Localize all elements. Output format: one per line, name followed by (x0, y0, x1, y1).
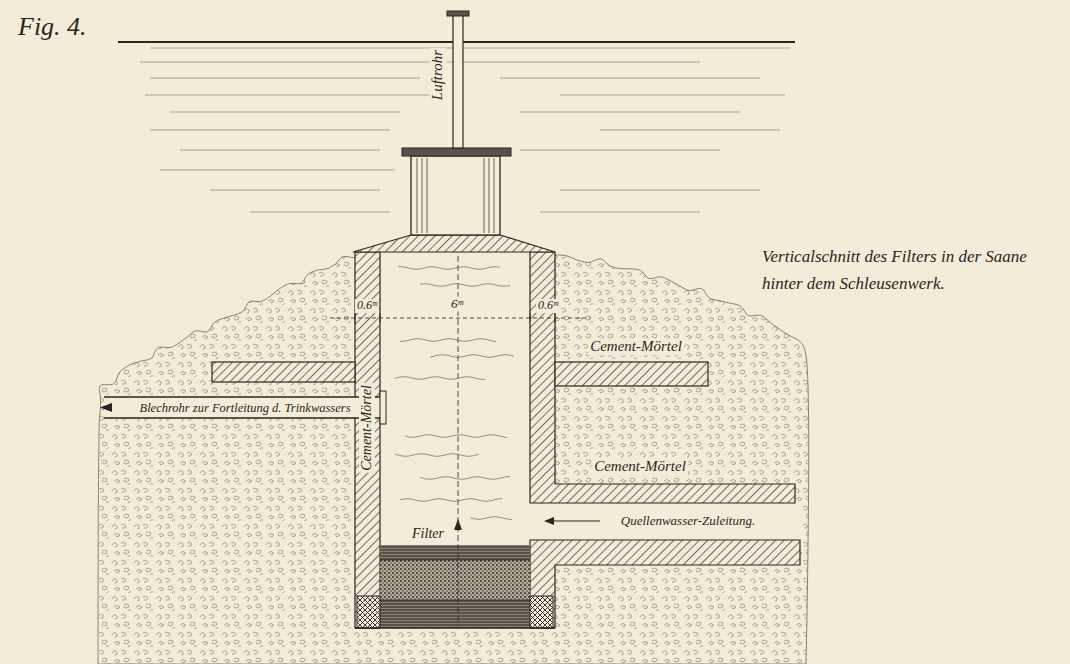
shaft-waves (395, 267, 514, 520)
outlet-pipe-wall (104, 417, 384, 418)
neck-shading (489, 158, 490, 233)
inlet-channel (530, 503, 802, 540)
water-wave (400, 339, 496, 342)
filter-line (380, 600, 530, 601)
water-line (560, 95, 785, 96)
filter-gravel-layer (380, 560, 530, 600)
outlet-pipe (104, 397, 384, 418)
water-line (180, 150, 380, 151)
water-line (160, 170, 395, 171)
shaft-neck (411, 156, 500, 235)
water-wave (420, 476, 510, 479)
shaft-bottom (355, 627, 555, 629)
outlet-flange (380, 391, 386, 424)
neck-shading (422, 158, 423, 233)
water-wave (430, 355, 514, 358)
shaft-water (380, 252, 530, 628)
dimension-line (330, 318, 590, 319)
right-wall-lower (530, 540, 800, 628)
dimension-tick (530, 313, 531, 323)
shaft-roof (353, 235, 555, 252)
neck-shading (417, 158, 418, 233)
water-line (140, 62, 700, 63)
water-line (540, 212, 700, 213)
dimension-label: 0.6ᵐ (355, 299, 379, 313)
water-line (600, 130, 780, 131)
water-line (150, 78, 420, 79)
inlet-label: Quellenwasser-Zuleitung. (619, 514, 757, 529)
figure-caption: Verticalschnitt des Filters in der Saane… (762, 243, 1037, 297)
material-label: Cement-Mörtel (592, 458, 688, 475)
dimension-tick (355, 313, 356, 323)
dimension-label: 6ᵐ (449, 297, 465, 312)
water-wave (395, 377, 485, 380)
corner-block (357, 596, 380, 628)
water-wave (405, 435, 507, 438)
inlet-arrow-line (552, 521, 600, 522)
outlet-arrowhead (100, 403, 112, 412)
left-wall (355, 252, 380, 628)
water-line (560, 190, 760, 191)
gravel-mound (98, 248, 809, 664)
air-pipe (453, 15, 463, 148)
material-label: Cement-Mörtel (359, 383, 375, 473)
corner-block (530, 596, 553, 628)
filter-label: Filter (410, 526, 446, 542)
material-label: Cement-Mörtel (588, 338, 684, 355)
water-line (170, 112, 400, 113)
figure-number: Fig. 4. (18, 12, 87, 42)
dimension-tick (380, 313, 381, 323)
neck-flange (402, 148, 511, 156)
filter-top-layer (380, 545, 530, 560)
water-line (150, 48, 790, 49)
water-line (210, 190, 380, 191)
water-line (520, 150, 720, 151)
right-wall-upper (530, 252, 795, 503)
water-wave (398, 267, 500, 270)
neck-shading (484, 158, 485, 233)
center-line (458, 256, 459, 626)
filter-bottom-layer (380, 600, 530, 628)
neck-shading (494, 158, 495, 233)
outlet-pipe-wall (104, 396, 384, 397)
water-line (250, 212, 390, 213)
water-wave (470, 517, 512, 520)
water-wave (420, 284, 510, 287)
pipe-label: Luftrohr (429, 48, 446, 102)
pipe-label: Blechrohr zur Fortleitung d. Trinkwasser… (137, 400, 352, 414)
right-anchor (555, 362, 708, 386)
inlet-arrowhead (544, 517, 554, 525)
water-line (520, 112, 740, 113)
center-arrowhead (454, 519, 462, 530)
water-line (145, 95, 430, 96)
water-wave (395, 454, 479, 457)
water-line (150, 130, 390, 131)
dimension-tick (555, 313, 556, 323)
dimension-label: 0.6ᵐ (536, 299, 560, 313)
filter-line (380, 560, 530, 561)
neck-shading (427, 158, 428, 233)
air-pipe-cap (447, 11, 469, 16)
left-anchor (212, 362, 355, 382)
water-line (500, 78, 760, 79)
water-wave (400, 498, 502, 501)
